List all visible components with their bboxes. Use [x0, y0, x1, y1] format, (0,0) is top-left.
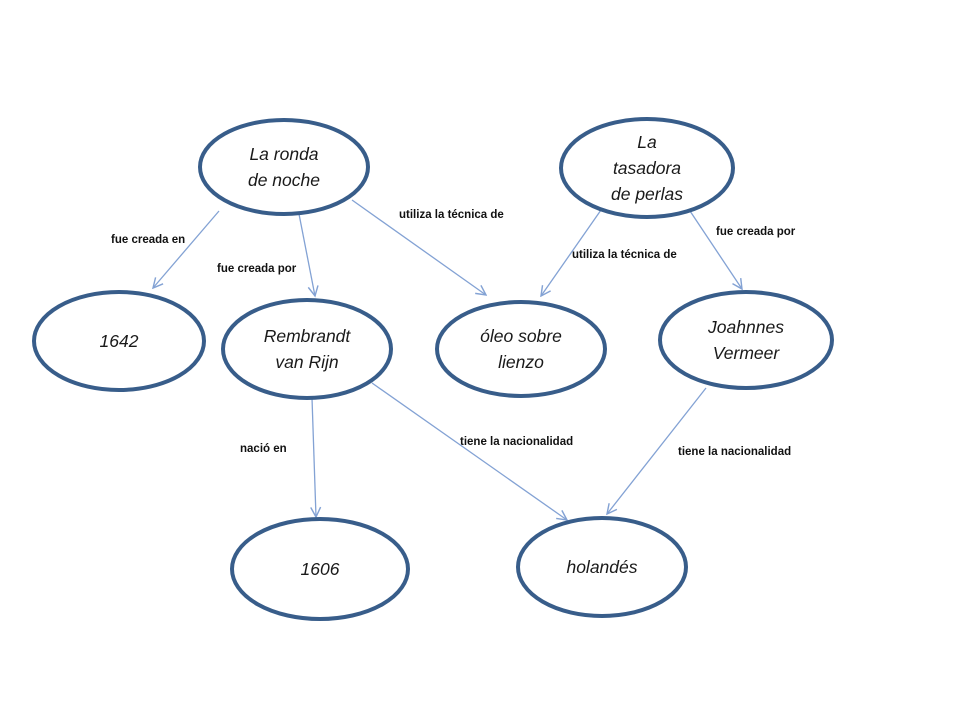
node-label-la-ronda-de-noche: La ronda de noche — [248, 144, 320, 190]
node-label-anio-1606: 1606 — [301, 559, 340, 579]
node-label-line: de noche — [248, 170, 320, 190]
node-label-oleo-sobre-lienzo: óleo sobre lienzo — [480, 326, 562, 372]
nodes-layer — [32, 117, 834, 621]
edge-labels-layer: fue creada en fue creada por utiliza la té… — [111, 209, 796, 458]
node-label-line: La ronda — [249, 144, 318, 164]
edge-label-rembrandt-van-rijn-to-holandes: tiene la nacionalidad — [460, 436, 573, 448]
node-label-line: La — [637, 132, 657, 152]
edge-line-la-ronda-de-noche-to-anio-1642 — [153, 210, 220, 288]
edge-line-rembrandt-van-rijn-to-holandes — [371, 382, 567, 520]
node-labels-layer: La ronda de noche La tasadora de perlas 1642 R… — [100, 132, 785, 579]
node-label-la-tasadora-de-perlas: La tasadora de perlas — [611, 132, 683, 204]
node-anio-1606 — [230, 517, 410, 621]
node-label-line: Rembrandt — [264, 326, 352, 346]
node-label-anio-1642: 1642 — [100, 331, 139, 351]
edge-label-rembrandt-van-rijn-to-anio-1606: nació en — [240, 443, 287, 455]
node-rembrandt-van-rijn — [221, 298, 393, 400]
node-label-line: 1642 — [100, 331, 139, 351]
node-la-ronda-de-noche — [198, 118, 370, 216]
node-label-holandes: holandés — [566, 557, 637, 577]
edge-label-la-ronda-de-noche-to-rembrandt-van-rijn: fue creada por — [217, 263, 297, 275]
node-label-line: van Rijn — [275, 352, 338, 372]
edge-line-la-ronda-de-noche-to-rembrandt-van-rijn — [298, 213, 315, 296]
node-la-tasadora-de-perlas — [559, 117, 735, 219]
node-label-line: lienzo — [498, 352, 544, 372]
edge-line-joahnnes-vermeer-to-holandes — [607, 387, 707, 514]
node-holandes — [516, 516, 688, 618]
edge-label-la-ronda-de-noche-to-oleo-sobre-lienzo: utiliza la técnica de — [399, 209, 504, 221]
edge-line-la-tasadora-de-perlas-to-joahnnes-vermeer — [687, 207, 742, 289]
edge-label-la-ronda-de-noche-to-anio-1642: fue creada en — [111, 234, 185, 246]
edge-line-la-tasadora-de-perlas-to-oleo-sobre-lienzo — [541, 209, 602, 296]
edge-label-joahnnes-vermeer-to-holandes: tiene la nacionalidad — [678, 446, 791, 458]
node-label-rembrandt-van-rijn: Rembrandt van Rijn — [264, 326, 352, 372]
node-label-line: tasadora — [613, 158, 681, 178]
node-anio-1642 — [32, 290, 206, 392]
edges-layer — [153, 199, 742, 520]
node-label-line: 1606 — [301, 559, 340, 579]
node-label-line: holandés — [566, 557, 637, 577]
node-label-line: Joahnnes — [707, 317, 784, 337]
node-oleo-sobre-lienzo — [435, 300, 607, 398]
node-label-line: de perlas — [611, 184, 683, 204]
edge-line-la-ronda-de-noche-to-oleo-sobre-lienzo — [351, 199, 486, 295]
node-joahnnes-vermeer — [658, 290, 834, 390]
edge-label-la-tasadora-de-perlas-to-joahnnes-vermeer: fue creada por — [716, 226, 796, 238]
node-label-line: Vermeer — [713, 343, 781, 363]
edge-line-rembrandt-van-rijn-to-anio-1606 — [312, 397, 316, 517]
edge-label-la-tasadora-de-perlas-to-oleo-sobre-lienzo: utiliza la técnica de — [572, 249, 677, 261]
node-label-line: óleo sobre — [480, 326, 562, 346]
